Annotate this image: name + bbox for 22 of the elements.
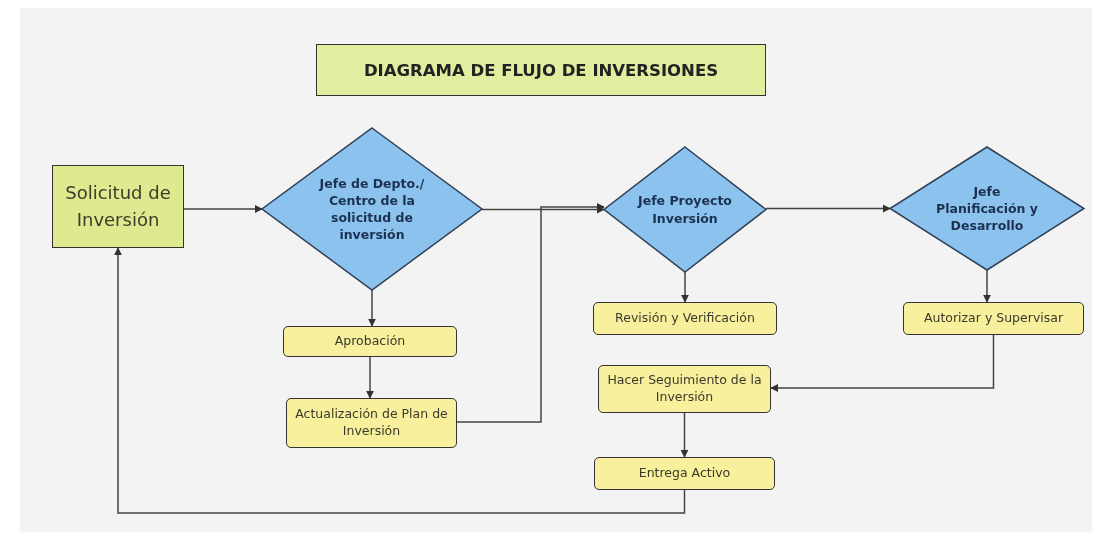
arrow xyxy=(765,204,891,213)
decision-label: Jefe Proyecto Inversión xyxy=(638,192,732,227)
diagram-title: DIAGRAMA DE FLUJO DE INVERSIONES xyxy=(316,44,766,96)
arrow xyxy=(183,205,263,213)
process-box: Aprobación xyxy=(283,326,457,357)
start-box: Solicitud de Inversión xyxy=(52,165,184,248)
arrow xyxy=(481,205,605,214)
arrow xyxy=(983,269,991,303)
process-box: Autorizar y Supervisar xyxy=(903,302,1084,335)
decision-label: Jefe Planificación y Desarrollo xyxy=(935,182,1039,235)
decision-label: Jefe de Depto./ Centro de la solicitud de inversión xyxy=(317,174,426,244)
arrow xyxy=(114,247,686,514)
arrow xyxy=(681,271,689,303)
arrow xyxy=(680,412,689,458)
process-box: Revisión y Verificación xyxy=(593,302,777,335)
process-box: Entrega Activo xyxy=(594,457,775,490)
arrow xyxy=(368,289,376,327)
arrow xyxy=(456,203,605,423)
arrow xyxy=(366,356,374,399)
process-box: Actualización de Plan de Inversión xyxy=(286,398,457,448)
arrow xyxy=(770,334,995,392)
process-box: Hacer Seguimiento de la Inversión xyxy=(598,365,771,413)
